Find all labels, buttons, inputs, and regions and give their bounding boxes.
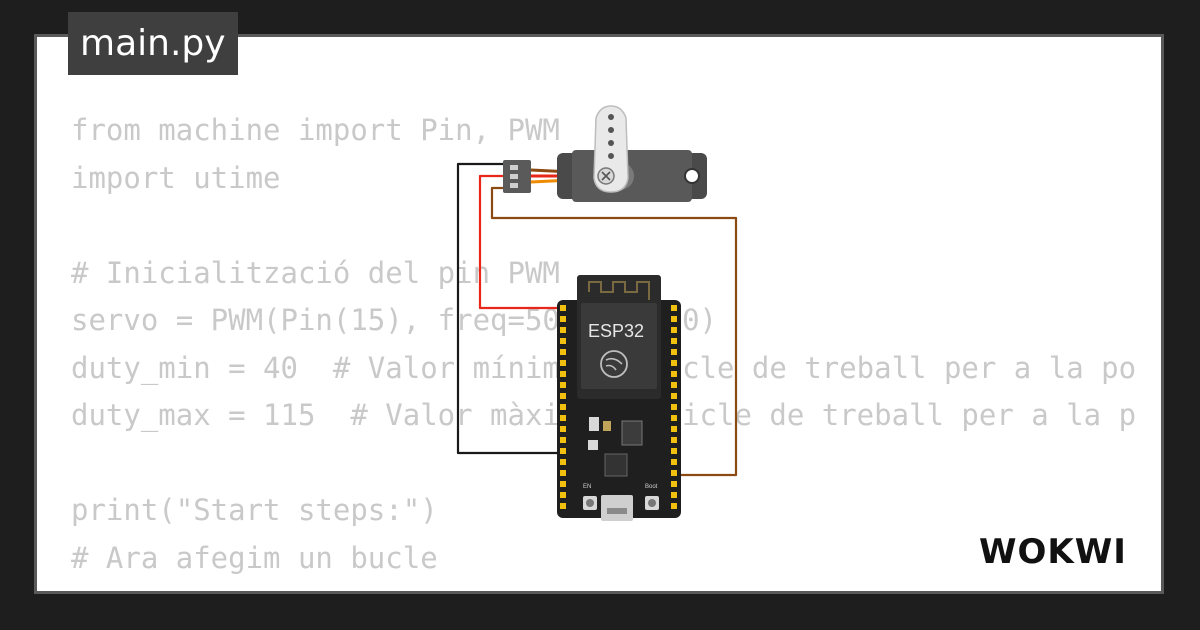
wires [456, 162, 738, 477]
header-pin[interactable] [560, 415, 566, 421]
header-pin[interactable] [671, 503, 677, 509]
connector-pin [510, 183, 518, 188]
logo-text: WOKWI [979, 532, 1127, 572]
rf-shield [581, 303, 657, 389]
power-wire[interactable] [478, 174, 566, 310]
connector-pin [510, 174, 518, 179]
smd-component [603, 421, 611, 431]
header-pin[interactable] [560, 448, 566, 454]
header-pin[interactable] [671, 316, 677, 322]
code-line: import utime [71, 160, 281, 195]
header-pin[interactable] [671, 360, 677, 366]
header-pin[interactable] [560, 503, 566, 509]
code-panel: from machine import Pin, PWM import utime… [34, 34, 1164, 594]
header-pin[interactable] [560, 437, 566, 443]
right-pin-header [671, 305, 677, 509]
smd-component [589, 417, 599, 431]
header-pin[interactable] [560, 338, 566, 344]
header-pin[interactable] [671, 371, 677, 377]
header-pin[interactable] [560, 305, 566, 311]
header-pin[interactable] [671, 481, 677, 487]
header-pin[interactable] [671, 426, 677, 432]
header-pin[interactable] [560, 371, 566, 377]
header-pin[interactable] [671, 492, 677, 498]
header-pin[interactable] [671, 404, 677, 410]
header-pin[interactable] [671, 382, 677, 388]
horn-hole [608, 140, 614, 146]
usb-port-slot [607, 508, 627, 514]
header-pin[interactable] [671, 305, 677, 311]
header-pin[interactable] [671, 437, 677, 443]
horn-hole [608, 114, 614, 120]
horn-hole [608, 153, 614, 159]
header-pin[interactable] [560, 404, 566, 410]
chip-label: ESP32 [588, 321, 644, 341]
header-pin[interactable] [560, 470, 566, 476]
header-pin[interactable] [671, 338, 677, 344]
signal-wire[interactable] [490, 186, 738, 477]
servo-mount-hole [684, 168, 700, 184]
header-pin[interactable] [560, 459, 566, 465]
header-pin[interactable] [560, 492, 566, 498]
servo-motor[interactable] [503, 105, 707, 202]
code-editor[interactable]: from machine import Pin, PWM import utime… [71, 107, 1135, 591]
header-pin[interactable] [560, 382, 566, 388]
antenna-trace [588, 281, 650, 300]
ground-wire[interactable] [456, 162, 566, 455]
left-pin-header [560, 305, 566, 509]
en-button-cap [586, 499, 594, 507]
header-pin[interactable] [671, 393, 677, 399]
file-tab-main-py[interactable]: main.py [68, 12, 238, 75]
header-pin[interactable] [671, 448, 677, 454]
header-pin[interactable] [560, 360, 566, 366]
boot-label: Boot [645, 484, 658, 490]
header-pin[interactable] [560, 327, 566, 333]
header-pin[interactable] [560, 426, 566, 432]
espressif-logo-icon [600, 350, 628, 378]
smd-component [588, 440, 598, 450]
code-line: from machine import Pin, PWM [71, 113, 560, 147]
voltage-regulator [621, 420, 643, 446]
code-line: # Inicialització del pin PWM [71, 255, 560, 290]
boot-button-cap [648, 499, 656, 507]
header-pin[interactable] [671, 470, 677, 476]
header-pin[interactable] [671, 415, 677, 421]
connector-pin [510, 165, 518, 170]
header-pin[interactable] [560, 349, 566, 355]
wokwi-logo: WOKWI [979, 532, 1127, 572]
header-pin[interactable] [560, 481, 566, 487]
horn-hole [608, 127, 614, 133]
code-line: print("Start steps:") [71, 493, 438, 527]
screw-cross [601, 171, 611, 181]
header-pin[interactable] [560, 316, 566, 322]
header-pin[interactable] [560, 393, 566, 399]
header-pin[interactable] [671, 349, 677, 355]
header-pin[interactable] [671, 327, 677, 333]
code-line: for i in range(0, 181, 45): # Comença a … [71, 582, 1135, 591]
logo-swirl [605, 357, 623, 371]
en-label: EN [583, 484, 591, 490]
header-pin[interactable] [671, 459, 677, 465]
usb-chip [604, 453, 628, 477]
code-line: # Ara afegim un bucle [71, 540, 438, 575]
esp32-board[interactable]: ESP32 EN Boot [557, 275, 681, 521]
